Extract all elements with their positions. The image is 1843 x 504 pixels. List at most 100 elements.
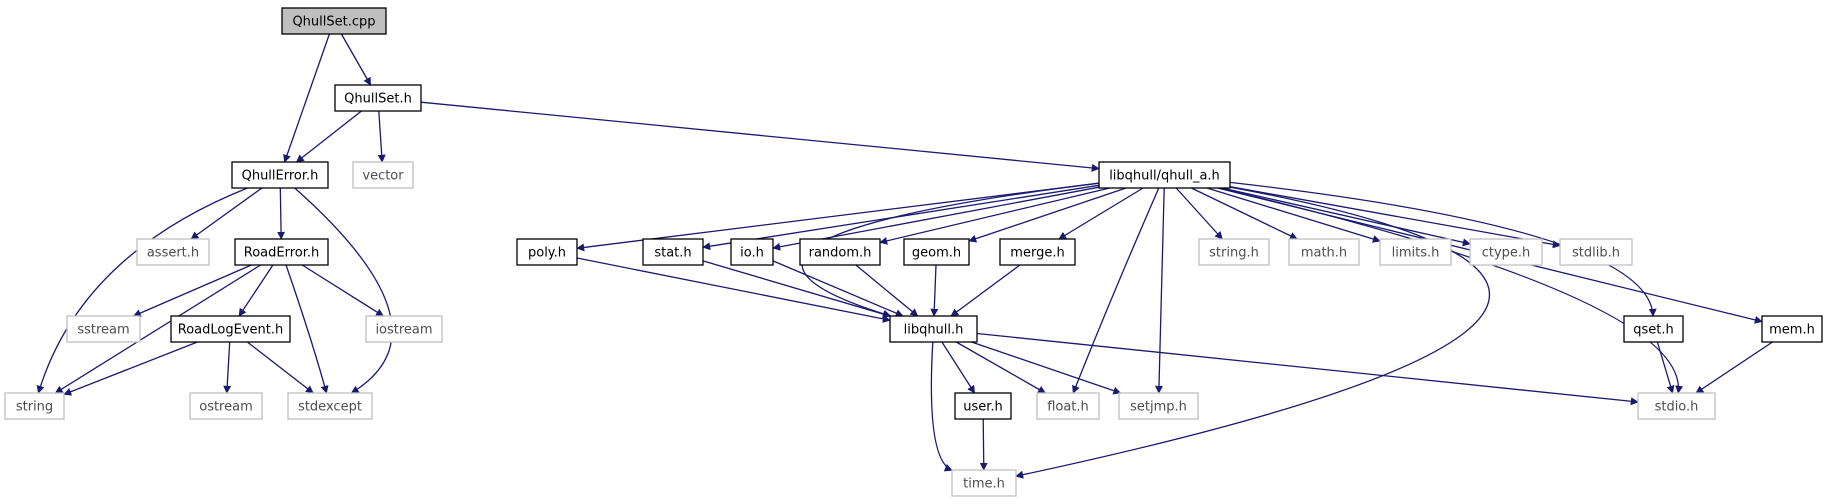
node-iostream: iostream	[365, 315, 443, 343]
node-geom-h[interactable]: geom.h	[903, 238, 970, 266]
edge-qhullerror_h-to-stdexcept	[294, 187, 393, 394]
node-label: math.h	[1301, 246, 1347, 261]
node-qset-h[interactable]: qset.h	[1623, 315, 1684, 343]
node-stat-h[interactable]: stat.h	[642, 238, 704, 266]
edge-roaderror_h-to-roadlogevent_h	[238, 264, 274, 317]
edge-qhull_a_h-to-time_h	[1015, 186, 1490, 479]
edge-qhull_a_h-to-float_h	[1072, 187, 1160, 394]
node-stdexcept: stdexcept	[287, 392, 373, 420]
node-label: QhullSet.h	[344, 92, 412, 107]
node-box	[4, 392, 65, 420]
node-box	[352, 161, 414, 189]
edge-qhullset_h-to-vector	[377, 110, 386, 163]
node-sstream: sstream	[66, 315, 141, 343]
node-string-h: string.h	[1198, 238, 1270, 266]
edge-roadlogevent_h-to-stdexcept	[246, 341, 314, 394]
node-label: float.h	[1047, 400, 1089, 415]
node-assert-h: assert.h	[136, 238, 210, 266]
node-box	[999, 238, 1076, 266]
node-label: stdexcept	[298, 400, 362, 415]
node-poly-h[interactable]: poly.h	[516, 238, 578, 266]
edge-poly_h-to-libqhull_h	[576, 257, 891, 323]
edge-qset_h-to-stdio_h	[1656, 341, 1675, 394]
node-box	[1761, 315, 1823, 343]
node-box	[799, 238, 881, 266]
node-stdlib-h: stdlib.h	[1559, 238, 1633, 266]
node-label: time.h	[963, 477, 1005, 492]
edge-qhullerror_h-to-string	[36, 187, 248, 394]
edge-roaderror_h-to-sstream	[132, 264, 252, 317]
node-box	[170, 315, 291, 343]
edge-qhullset_cpp-to-qhullerror_h	[283, 33, 331, 163]
edge-qhull_a_h-to-poly_h	[576, 182, 1100, 252]
node-label: stdio.h	[1655, 400, 1699, 415]
node-label: limits.h	[1392, 246, 1440, 261]
node-label: libqhull.h	[904, 323, 964, 338]
node-mem-h[interactable]: mem.h	[1761, 315, 1823, 343]
node-user-h[interactable]: user.h	[954, 392, 1012, 420]
edge-libqhull_h-to-setjmp_h	[971, 341, 1122, 395]
node-math-h: math.h	[1288, 238, 1360, 266]
edge-roaderror_h-to-stdexcept	[285, 264, 329, 394]
edge-libqhull_h-to-stdio_h	[976, 332, 1639, 406]
node-label: RoadLogEvent.h	[178, 323, 283, 338]
edge-qhull_a_h-to-limits_h	[1206, 187, 1381, 243]
node-roaderror-h[interactable]: RoadError.h	[234, 238, 329, 266]
node-label: RoadError.h	[244, 246, 320, 261]
edge-qhull_a_h-to-string_h	[1175, 187, 1223, 240]
node-random-h[interactable]: random.h	[799, 238, 881, 266]
node-label: poly.h	[528, 246, 566, 261]
node-label: io.h	[740, 246, 764, 261]
node-label: QhullSet.cpp	[292, 15, 375, 30]
node-roadlogevent-h[interactable]: RoadLogEvent.h	[170, 315, 291, 343]
node-label: QhullError.h	[242, 169, 319, 184]
node-limits-h: limits.h	[1379, 238, 1452, 266]
node-box	[136, 238, 210, 266]
node-merge-h[interactable]: merge.h	[999, 238, 1076, 266]
node-qhull-a-h[interactable]: libqhull/qhull_a.h	[1098, 161, 1231, 189]
node-box	[1036, 392, 1100, 420]
node-label: merge.h	[1010, 246, 1064, 261]
node-label: assert.h	[147, 246, 199, 261]
edge-roadlogevent_h-to-ostream	[223, 341, 232, 394]
edge-qhull_a_h-to-setjmp_h	[1154, 187, 1165, 394]
node-qhullset-cpp[interactable]: QhullSet.cpp	[281, 7, 387, 35]
edge-qhullerror_h-to-assert_h	[190, 187, 263, 240]
node-setjmp-h: setjmp.h	[1118, 392, 1199, 420]
node-libqhull-h[interactable]: libqhull.h	[889, 315, 978, 343]
node-box	[1379, 238, 1452, 266]
edge-libqhull_h-to-float_h	[955, 341, 1046, 394]
node-float-h: float.h	[1036, 392, 1100, 420]
edge-merge_h-to-libqhull_h	[950, 264, 1021, 317]
edge-qhullset_h-to-qhull_a_h	[420, 101, 1100, 172]
node-box	[1559, 238, 1633, 266]
node-label: vector	[362, 169, 404, 184]
node-vector: vector	[352, 161, 414, 189]
edge-roaderror_h-to-iostream	[301, 264, 384, 317]
node-box	[334, 84, 422, 112]
edge-libqhull_h-to-time_h	[930, 341, 953, 472]
edge-qhullset_h-to-qhullerror_h	[295, 110, 362, 163]
node-box	[1637, 392, 1716, 420]
node-box	[365, 315, 443, 343]
node-box	[730, 238, 774, 266]
node-ostream: ostream	[189, 392, 263, 420]
node-box	[642, 238, 704, 266]
node-string: string	[4, 392, 65, 420]
node-qhullerror-h[interactable]: QhullError.h	[231, 161, 329, 189]
edge-qhull_a_h-to-random_h	[879, 187, 1110, 245]
edge-qhull_a_h-to-stdio_h	[1219, 187, 1684, 394]
node-label: user.h	[963, 400, 1003, 415]
node-label: stdlib.h	[1572, 246, 1620, 261]
node-label: ctype.h	[1482, 246, 1531, 261]
node-box	[234, 238, 329, 266]
edge-qhull_a_h-to-merge_h	[1058, 187, 1144, 240]
edge-mem_h-to-stdio_h	[1695, 341, 1773, 394]
node-qhullset-h[interactable]: QhullSet.h	[334, 84, 422, 112]
node-io-h[interactable]: io.h	[730, 238, 774, 266]
edge-qhull_a_h-to-stdlib_h	[1229, 186, 1561, 249]
node-box	[954, 392, 1012, 420]
node-label: string	[16, 400, 53, 415]
